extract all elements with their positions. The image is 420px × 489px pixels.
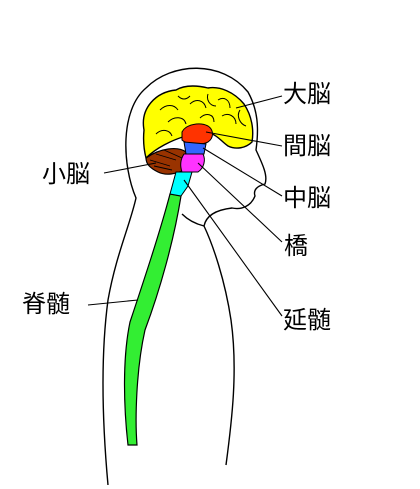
label-midbrain: 中脳 — [283, 184, 331, 212]
cerebrum — [142, 85, 254, 160]
label-cerebellum: 小脳 — [42, 160, 90, 188]
leader-line-diencephalon — [205, 131, 283, 147]
body-silhouette — [102, 67, 267, 486]
cerebrum-sulci — [155, 93, 247, 137]
midbrain — [183, 141, 207, 155]
diencephalon — [181, 123, 213, 145]
leader-line-midbrain — [202, 147, 283, 197]
leader-line-pons — [197, 162, 283, 243]
leader-line-cerebellum — [103, 162, 157, 174]
label-diencephalon: 間脳 — [283, 132, 331, 160]
label-cerebrum: 大脳 — [283, 80, 331, 108]
cerebellum-folds — [149, 149, 183, 171]
label-spinal-cord: 脊髄 — [22, 290, 70, 318]
label-medulla: 延髄 — [283, 306, 331, 334]
leader-line-spinal-cord — [87, 299, 139, 306]
leader-line-cerebrum — [235, 95, 283, 109]
spinal-cord — [123, 193, 182, 446]
leader-line-medulla — [183, 179, 283, 317]
label-pons: 橋 — [284, 232, 308, 260]
pons — [180, 153, 205, 173]
medulla — [169, 171, 193, 197]
chin-line — [181, 213, 205, 227]
